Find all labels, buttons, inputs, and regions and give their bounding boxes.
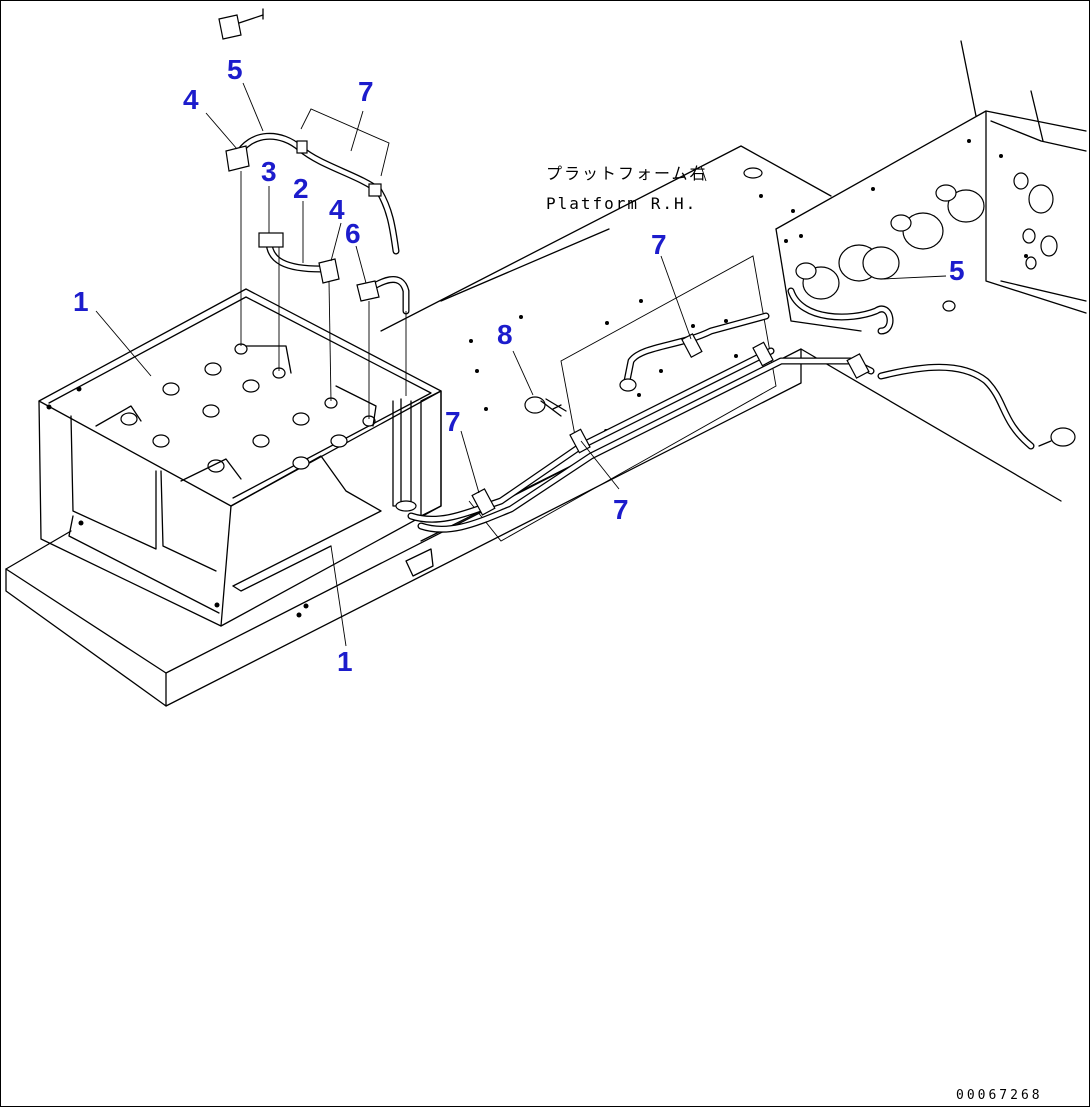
drawing-code: 00067268 <box>956 1088 1043 1103</box>
callout-3: 3 <box>261 156 277 187</box>
relays <box>795 184 985 300</box>
callout-8: 8 <box>497 319 513 350</box>
bolt-8 <box>524 396 567 417</box>
battery-cells <box>95 343 377 482</box>
callout-5-right: 5 <box>949 255 965 286</box>
callout-6: 6 <box>345 218 361 249</box>
callout-4-mid: 4 <box>329 194 345 225</box>
platform-label: プラットフォーム右 Platform R.H. <box>546 164 708 213</box>
callout-1-battery: 1 <box>73 286 89 317</box>
battery-box <box>38 288 442 627</box>
main-harness <box>407 312 1076 533</box>
callout-7-top: 7 <box>358 76 374 107</box>
callouts: 1 1 2 3 4 4 5 5 6 7 7 7 7 8 <box>73 54 965 677</box>
platform-plate <box>380 145 832 542</box>
platform-label-en: Platform R.H. <box>546 194 697 213</box>
relay-panel <box>775 40 1087 335</box>
callout-7-mid-left: 7 <box>445 406 461 437</box>
callout-5-left: 5 <box>227 54 243 85</box>
callout-4-left: 4 <box>183 84 199 115</box>
callout-7-mid-bottom: 7 <box>613 494 629 525</box>
callout-1-box: 1 <box>337 646 353 677</box>
callout-2: 2 <box>293 173 309 204</box>
upper-cables <box>218 8 410 419</box>
platform-label-jp: プラットフォーム右 <box>546 164 708 183</box>
callout-7-mid-top: 7 <box>651 229 667 260</box>
leader-lines <box>95 82 947 647</box>
cable-post <box>392 390 442 577</box>
